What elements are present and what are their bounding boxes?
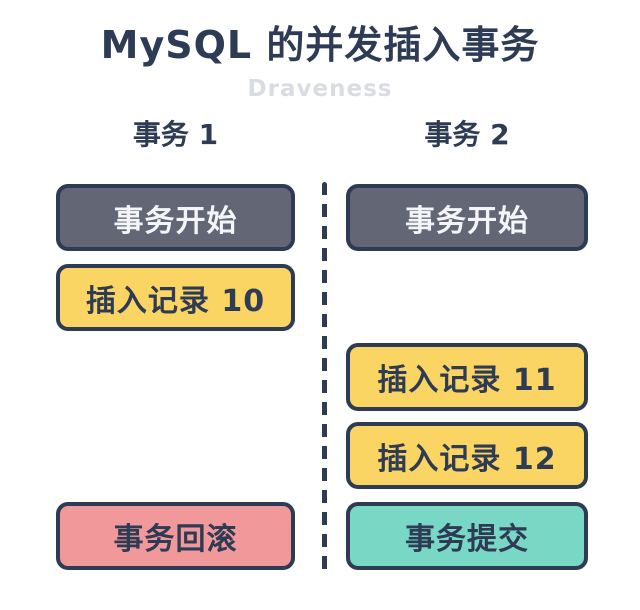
tx1-insert-record-10-label: 插入记录 10 (85, 283, 266, 319)
tx2-commit-label: 事务提交 (405, 522, 529, 557)
tx2-insert-record-11-box: 插入记录 11 (346, 343, 588, 411)
tx1-insert-record-10-box: 插入记录 10 (56, 264, 295, 331)
tx1-begin-box: 事务开始 (56, 184, 295, 251)
page-title: MySQL 的并发插入事务 (100, 23, 540, 67)
timeline-divider-dashed-line (322, 182, 327, 576)
tx2-begin-box: 事务开始 (346, 184, 588, 251)
tx2-insert-record-12-label: 插入记录 12 (377, 441, 557, 477)
tx1-begin-label: 事务开始 (113, 203, 238, 239)
column-header-transaction-2: 事务 2 (424, 118, 510, 151)
tx2-begin-label: 事务开始 (405, 203, 529, 239)
tx1-rollback-box: 事务回滚 (56, 502, 295, 570)
column-header-transaction-1: 事务 1 (132, 118, 219, 151)
tx2-insert-record-12-box: 插入记录 12 (346, 422, 588, 489)
tx1-rollback-label: 事务回滚 (113, 522, 238, 557)
tx2-commit-box: 事务提交 (346, 502, 588, 570)
tx2-insert-record-11-label: 插入记录 11 (377, 363, 557, 398)
watermark-text: Draveness (247, 76, 393, 102)
